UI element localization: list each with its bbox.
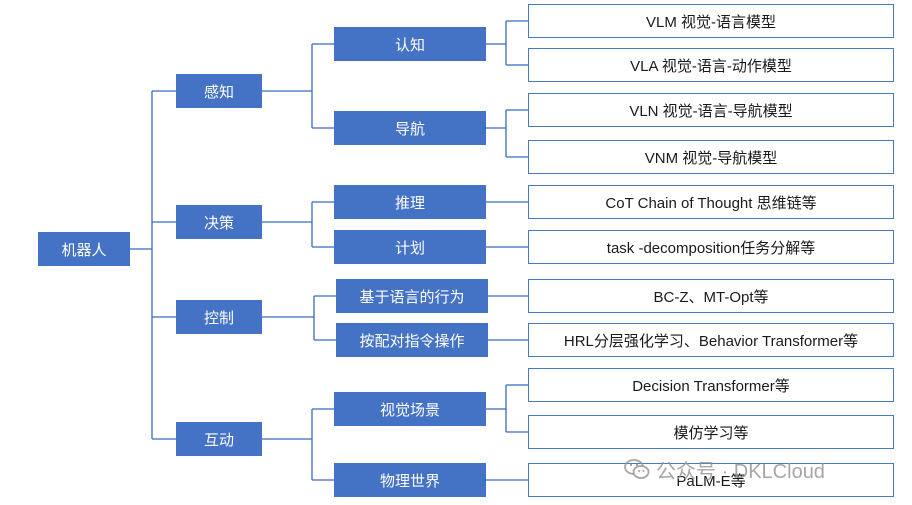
node-instruction-operation: 按配对指令操作 bbox=[336, 323, 488, 357]
leaf-vla: VLA 视觉-语言-动作模型 bbox=[528, 48, 894, 82]
node-physical-world: 物理世界 bbox=[334, 463, 486, 497]
branch-decision: 决策 bbox=[176, 205, 262, 239]
branch-control: 控制 bbox=[176, 300, 262, 334]
leaf-vnm: VNM 视觉-导航模型 bbox=[528, 140, 894, 174]
watermark-text: 公众号 · DKLCloud bbox=[656, 460, 825, 483]
node-cognition: 认知 bbox=[334, 27, 486, 61]
node-navigation: 导航 bbox=[334, 111, 486, 145]
leaf-cot: CoT Chain of Thought 思维链等 bbox=[528, 185, 894, 219]
leaf-palm-e: PaLM-E等 bbox=[528, 463, 894, 497]
leaf-vln: VLN 视觉-语言-导航模型 bbox=[528, 93, 894, 127]
node-language-behavior: 基于语言的行为 bbox=[336, 279, 488, 313]
leaf-decision-transformer: Decision Transformer等 bbox=[528, 368, 894, 402]
node-visual-scene: 视觉场景 bbox=[334, 392, 486, 426]
root-node: 机器人 bbox=[38, 232, 130, 266]
branch-interaction: 互动 bbox=[176, 422, 262, 456]
leaf-task-decomposition: task -decomposition任务分解等 bbox=[528, 230, 894, 264]
node-planning: 计划 bbox=[334, 230, 486, 264]
leaf-imitation-learning: 模仿学习等 bbox=[528, 415, 894, 449]
branch-perception: 感知 bbox=[176, 74, 262, 108]
leaf-hrl: HRL分层强化学习、Behavior Transformer等 bbox=[528, 323, 894, 357]
leaf-vlm: VLM 视觉-语言模型 bbox=[528, 4, 894, 38]
wechat-icon bbox=[624, 459, 650, 479]
leaf-bcz-mtopt: BC-Z、MT-Opt等 bbox=[528, 279, 894, 313]
node-reasoning: 推理 bbox=[334, 185, 486, 219]
watermark: 公众号 · DKLCloud bbox=[624, 456, 825, 483]
